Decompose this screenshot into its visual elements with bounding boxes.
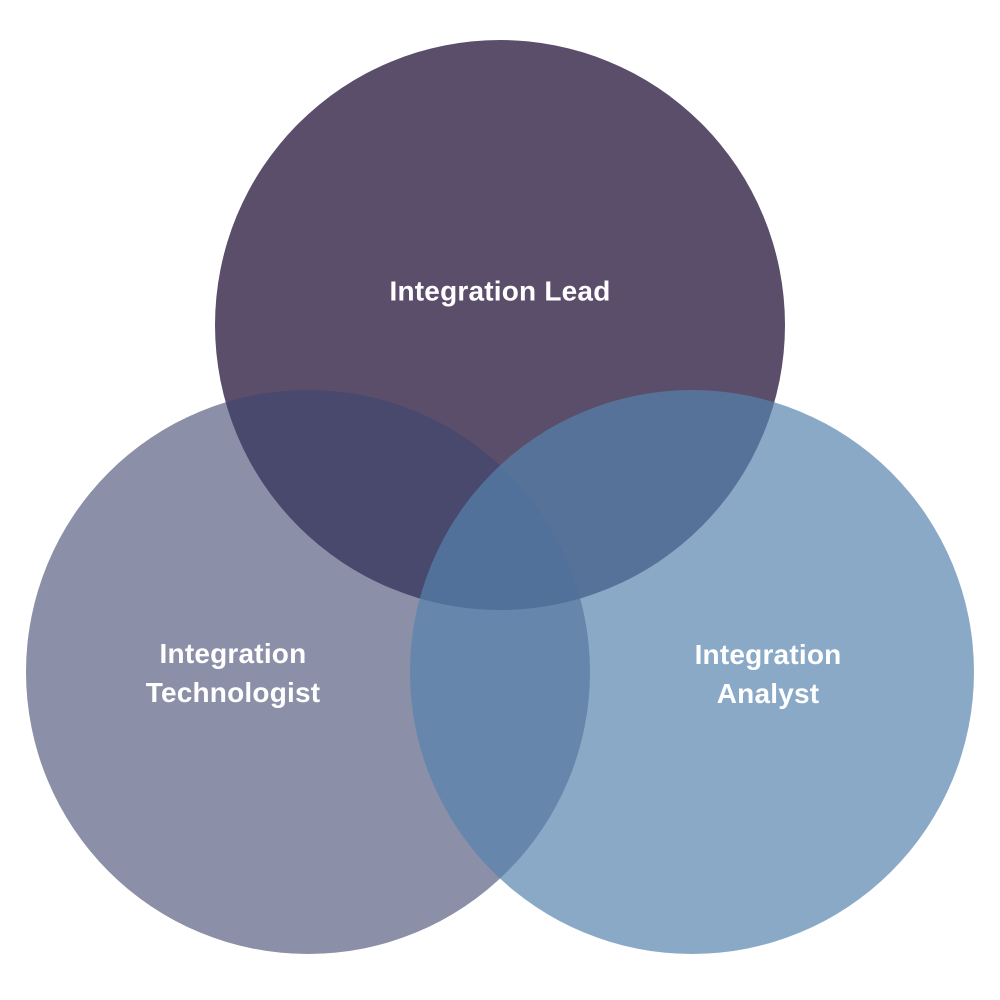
label-integration-analyst: Integration Analyst — [695, 635, 842, 713]
label-integration-technologist-line1: Integration — [159, 638, 307, 669]
label-integration-analyst-line1: Integration — [694, 639, 842, 670]
label-integration-lead: Integration Lead — [390, 272, 611, 311]
circle-integration-analyst — [410, 390, 974, 954]
label-integration-technologist-line2: Technologist — [145, 677, 321, 708]
label-integration-analyst-line2: Analyst — [716, 678, 820, 709]
label-integration-technologist: Integration Technologist — [146, 634, 321, 712]
label-integration-lead-line: Integration Lead — [389, 275, 611, 307]
